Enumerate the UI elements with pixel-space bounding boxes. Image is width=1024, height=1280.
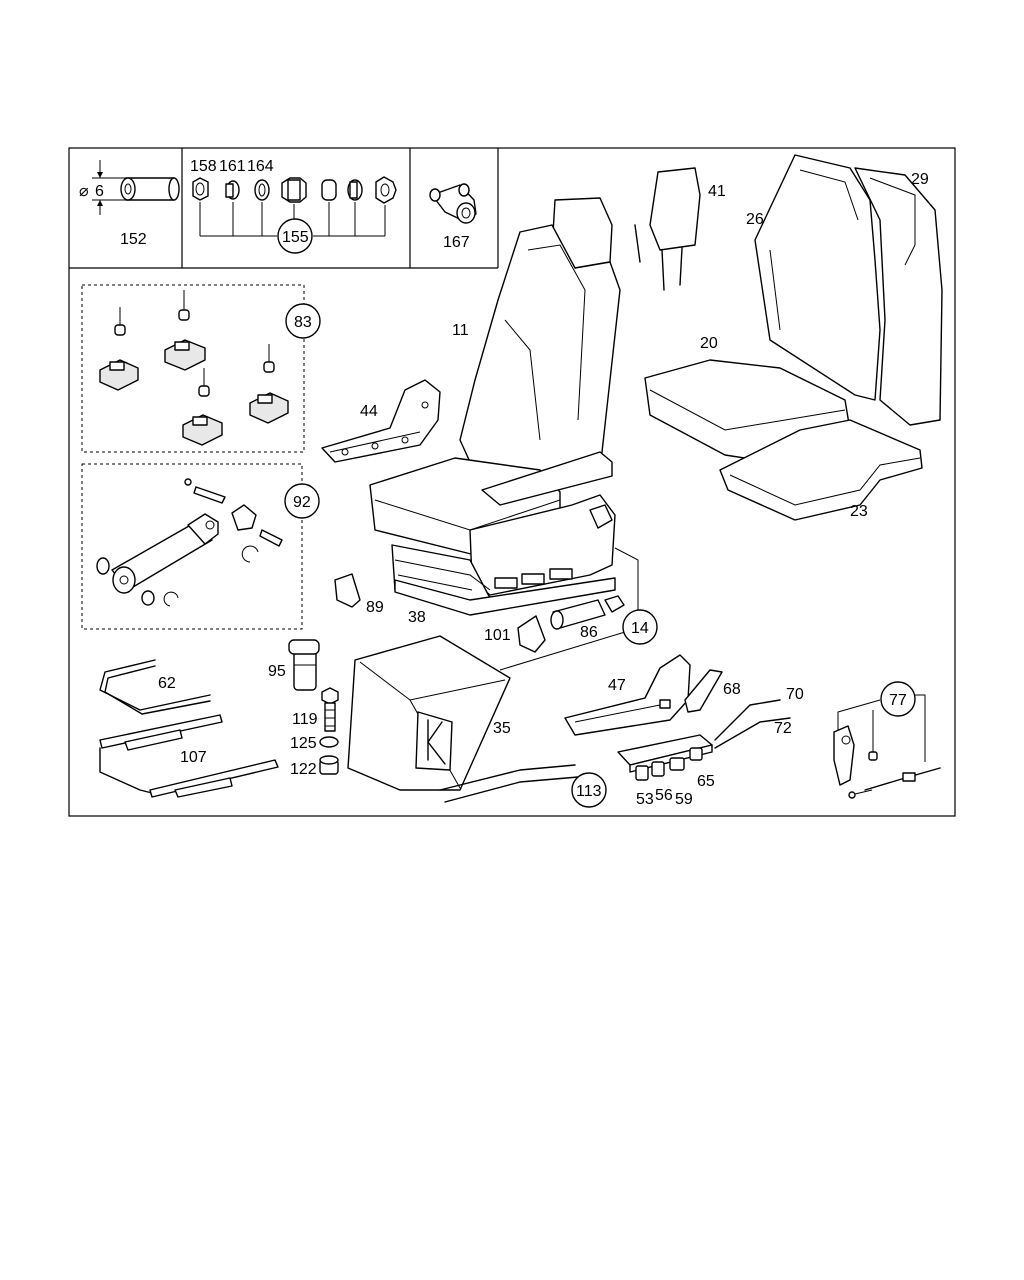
part-23-seat-base: [719, 419, 923, 521]
callout-77-circle: [880, 681, 916, 717]
part-119-bolt: [321, 687, 339, 732]
label-6: 6: [95, 183, 104, 200]
part-155-fitting-set: [192, 176, 397, 254]
label-53: 53: [636, 791, 654, 808]
part-35-housing: [347, 635, 511, 791]
part-113-cable: [439, 764, 576, 791]
part-95-actuator: [288, 639, 320, 691]
label-70: 70: [786, 686, 804, 703]
label-26: 26: [746, 211, 764, 228]
part-41-headrest: [634, 167, 701, 291]
label-95: 95: [268, 663, 286, 680]
label-29: 29: [911, 171, 929, 188]
label-11: 11: [452, 322, 469, 339]
label-113: 113: [576, 783, 602, 800]
part-86-damper: [550, 595, 625, 630]
group-92-box: [81, 463, 303, 630]
callout-83-circle: [285, 303, 321, 339]
part-26-backrest-foam: [754, 154, 881, 401]
label-47: 47: [608, 677, 626, 694]
part-107-rail-set: [99, 714, 279, 798]
label-77: 77: [889, 692, 907, 709]
callout-14-circle: [622, 609, 658, 645]
part-47-side-panel: [564, 654, 691, 736]
label-107: 107: [180, 749, 207, 766]
label-92: 92: [293, 494, 311, 511]
part-167-t-fitting: [429, 183, 477, 224]
label-101: 101: [484, 627, 511, 644]
part-44-side-cover: [321, 379, 441, 463]
label-41: 41: [708, 183, 726, 200]
label-155: 155: [282, 229, 309, 246]
label-38: 38: [408, 609, 426, 626]
part-11-seat: [369, 197, 621, 616]
group-83-box: [81, 284, 305, 453]
label-23: 23: [850, 503, 868, 520]
label-35: 35: [493, 720, 511, 737]
label-89: 89: [366, 599, 384, 616]
part-70-cable: [714, 699, 781, 741]
label-65: 65: [697, 773, 715, 790]
label-167: 167: [443, 234, 470, 251]
label-86: 86: [580, 624, 598, 641]
label-72: 72: [774, 720, 792, 737]
part-29-backrest-shell: [854, 167, 943, 426]
part-101-bracket: [517, 615, 546, 653]
callout-14-leader: [614, 547, 639, 610]
part-122-nut: [319, 755, 339, 775]
part-77-lock-set: [833, 694, 941, 799]
part-switch-module: [617, 734, 713, 781]
part-89-bracket: [334, 573, 361, 608]
label-56: 56: [655, 787, 673, 804]
part-68-trim: [684, 669, 723, 713]
label-diameter-symbol: ⌀: [79, 183, 89, 200]
label-68: 68: [723, 681, 741, 698]
label-161: 161: [219, 158, 246, 175]
label-119: 119: [292, 711, 318, 728]
part-83-clips: [99, 290, 289, 446]
label-83: 83: [294, 314, 312, 331]
label-122: 122: [290, 761, 317, 778]
label-14: 14: [631, 620, 649, 637]
label-20: 20: [700, 335, 718, 352]
outer-frame: [68, 147, 956, 817]
part-72-cable: [714, 717, 791, 749]
label-125: 125: [290, 735, 317, 752]
label-59: 59: [675, 791, 693, 808]
label-158: 158: [190, 158, 217, 175]
label-152: 152: [120, 231, 147, 248]
callout-113-circle: [571, 772, 607, 808]
label-164: 164: [247, 158, 274, 175]
label-44: 44: [360, 403, 378, 420]
label-62: 62: [158, 675, 176, 692]
part-152-tube: [92, 160, 180, 215]
callout-92-circle: [284, 483, 320, 519]
part-62-cable: [99, 659, 211, 711]
part-125-washer: [319, 736, 339, 748]
part-92-gas-spring: [96, 478, 283, 607]
